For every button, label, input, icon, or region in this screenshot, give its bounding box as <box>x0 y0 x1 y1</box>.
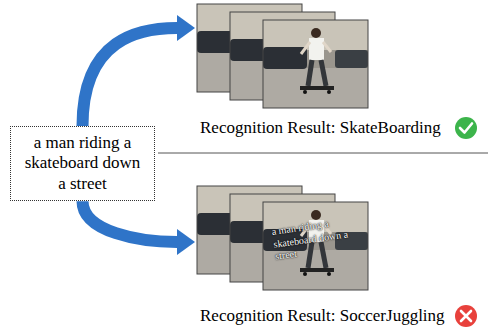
arrow-shaft <box>83 28 178 126</box>
art-circle <box>455 305 477 327</box>
overlay-text: a man riding a skateboard down a street <box>271 213 367 263</box>
art-use <box>263 20 368 108</box>
frame-stack: Recognition Result: SkateBoarding <box>195 0 480 150</box>
bottom-frames <box>197 186 368 290</box>
art-path <box>460 124 472 133</box>
cross-icon <box>455 305 477 327</box>
art-rect <box>263 20 368 108</box>
top-frames <box>197 4 368 108</box>
result-caption: Recognition Result: SoccerJuggling <box>200 306 445 326</box>
art-path <box>461 311 471 321</box>
art-rect <box>263 202 368 290</box>
curved-arrow <box>83 15 196 126</box>
art-use <box>263 202 368 290</box>
curved-arrow <box>83 201 196 255</box>
arrow-head <box>177 15 195 41</box>
result-caption: Recognition Result: SkateBoarding <box>200 118 441 138</box>
caption-text: a man riding a skateboard down a street <box>21 133 144 194</box>
separator-line <box>158 153 488 154</box>
arrow-shaft <box>83 201 178 242</box>
arrow-head <box>177 229 195 255</box>
art-circle <box>455 117 477 139</box>
caption-box: a man riding a skateboard down a street <box>10 126 155 201</box>
check-icon <box>455 117 477 139</box>
frame-stack: a man riding a skateboard down a streetR… <box>195 180 480 330</box>
